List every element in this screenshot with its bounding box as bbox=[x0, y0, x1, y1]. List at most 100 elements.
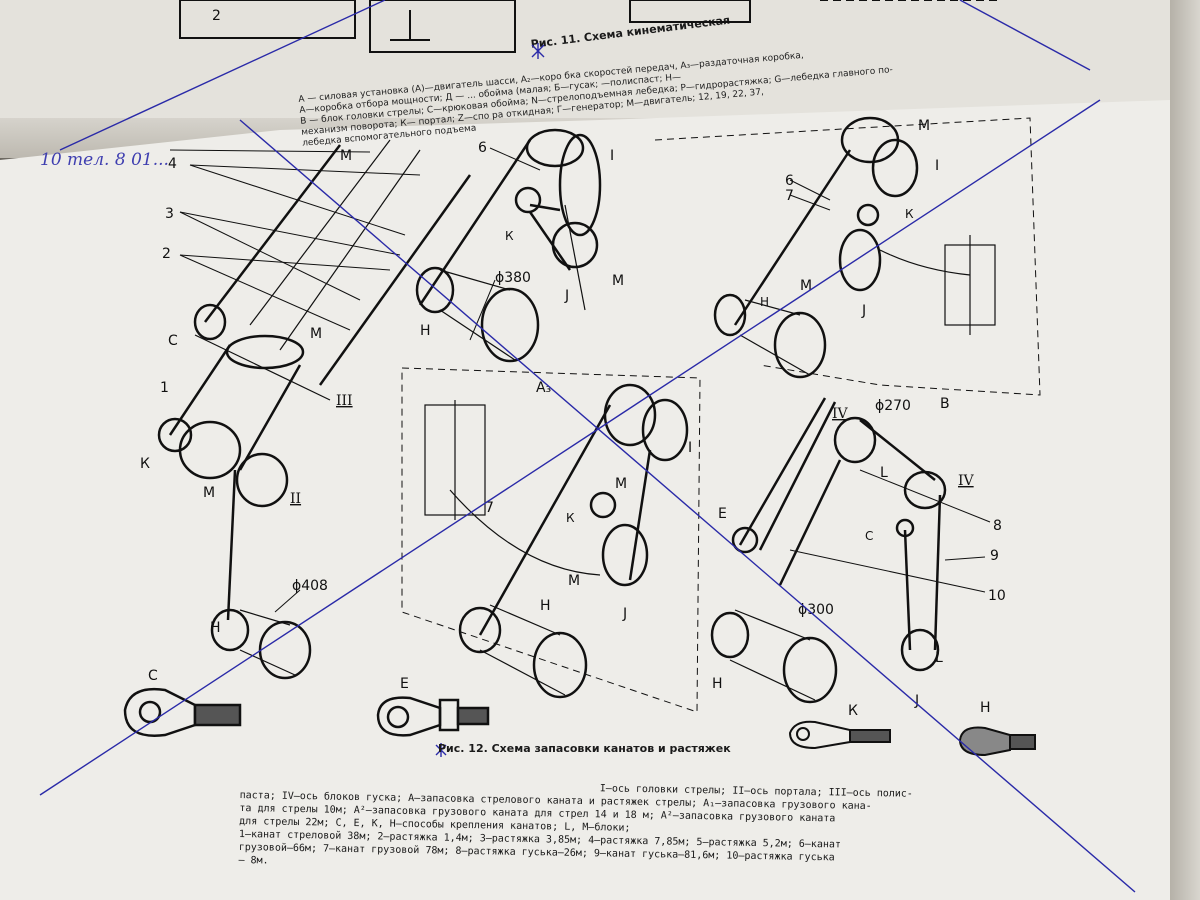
label-d408: ϕ408 bbox=[292, 578, 328, 594]
binder-edge bbox=[1170, 0, 1200, 900]
label-7: 7 bbox=[485, 500, 494, 516]
block-e bbox=[731, 526, 759, 554]
label-axis-iv: IV bbox=[832, 406, 849, 422]
label-d380: ϕ380 bbox=[495, 270, 531, 286]
group-b-hoist-rope bbox=[654, 116, 1041, 396]
group-a-leaders bbox=[169, 149, 421, 613]
label-h: Н bbox=[420, 323, 431, 339]
label-c: С bbox=[168, 333, 178, 349]
label-m: М bbox=[918, 118, 930, 134]
label-j: Ј bbox=[861, 303, 866, 319]
block-i-top bbox=[558, 133, 602, 237]
label-b: В bbox=[940, 396, 950, 412]
pen-line-diagonal-2 bbox=[239, 119, 1136, 893]
label-axis-iv: IV bbox=[958, 473, 975, 489]
label-c: С bbox=[148, 668, 158, 684]
label-l: L bbox=[880, 465, 888, 481]
drum-h-b bbox=[713, 293, 747, 337]
label-j: Ј bbox=[914, 693, 919, 709]
block-i-a3 bbox=[641, 398, 689, 462]
label-axis-ii: II bbox=[290, 491, 301, 507]
label-1: 1 bbox=[160, 380, 169, 396]
label-k: К bbox=[905, 207, 914, 221]
label-axis-iii: III bbox=[336, 393, 353, 409]
label-m: М bbox=[615, 476, 627, 492]
label-k: К bbox=[140, 456, 150, 472]
label-6: 6 bbox=[478, 140, 487, 156]
block-k-b bbox=[856, 203, 880, 227]
label-c: С bbox=[865, 529, 873, 543]
label-h: Н bbox=[540, 598, 551, 614]
drum-h-a3 bbox=[458, 606, 502, 654]
group-a-boom-rope bbox=[157, 139, 472, 680]
block-k-a1 bbox=[514, 186, 542, 214]
label-l: L bbox=[935, 650, 943, 666]
label-h: Н bbox=[980, 700, 991, 716]
fastening-c bbox=[123, 687, 242, 737]
label-4: 4 bbox=[168, 156, 177, 172]
block-k-a3 bbox=[589, 491, 617, 519]
label-k: К bbox=[566, 511, 575, 525]
group-a1-hoist-rope bbox=[415, 128, 602, 363]
label-h: Н bbox=[210, 620, 221, 636]
label-m: М bbox=[568, 573, 580, 589]
label-d300: ϕ300 bbox=[798, 602, 834, 618]
label-axis-i: I bbox=[688, 440, 692, 456]
group-jib-rope bbox=[710, 397, 947, 704]
label-m: М bbox=[203, 485, 215, 501]
label-k: К bbox=[848, 703, 858, 719]
rope-drop-a bbox=[226, 469, 237, 621]
book-page bbox=[0, 100, 1200, 900]
label-8: 8 bbox=[993, 518, 1002, 534]
block-l-bottom bbox=[900, 628, 940, 672]
label-j: Ј bbox=[564, 288, 569, 304]
fig11-box-right bbox=[629, 0, 751, 23]
label-2: 2 bbox=[162, 246, 171, 262]
label-e: Е bbox=[400, 676, 409, 692]
label-m: М bbox=[800, 278, 812, 294]
label-k: К bbox=[505, 229, 514, 243]
label-6: 6 bbox=[785, 173, 794, 189]
fig12-legend: I—ось головки стрелы; II—ось портала; II… bbox=[238, 776, 979, 880]
label-h: Н bbox=[712, 676, 723, 692]
label-axis-i: I bbox=[935, 158, 939, 174]
asterisk-fig12 bbox=[435, 743, 447, 757]
label-d270: ϕ270 bbox=[875, 398, 911, 414]
label-m: М bbox=[340, 148, 352, 164]
block-m-b bbox=[838, 228, 882, 292]
label-3: 3 bbox=[165, 206, 174, 222]
label-e: Е bbox=[718, 506, 727, 522]
label-7: 7 bbox=[785, 188, 794, 204]
label-h: Н bbox=[760, 295, 769, 309]
label-top-2: 2 bbox=[212, 8, 221, 24]
asterisk-fig11 bbox=[531, 43, 545, 59]
handwritten-note: 10 тел. 8 01... bbox=[40, 150, 169, 170]
label-a3: А₃ bbox=[536, 380, 551, 396]
fig12-caption: Рис. 12. Схема запасовки канатов и растя… bbox=[438, 742, 731, 755]
fastening-k bbox=[788, 720, 891, 750]
fastening-h bbox=[958, 726, 1036, 757]
block-i-b bbox=[871, 138, 919, 198]
fig11-remnant bbox=[179, 0, 1000, 53]
fastening-e bbox=[376, 696, 490, 737]
fig11-box-left bbox=[179, 0, 356, 39]
drum-h-a bbox=[210, 608, 250, 652]
block-m-a3 bbox=[601, 523, 649, 587]
rope-line-a1 bbox=[204, 144, 341, 323]
pen-marks bbox=[39, 0, 1136, 893]
block-m-top bbox=[225, 334, 305, 370]
drum-h-a1 bbox=[415, 266, 455, 314]
drum-h-jib bbox=[710, 611, 750, 659]
fig11-box-mid bbox=[369, 0, 516, 53]
label-m: М bbox=[310, 326, 322, 342]
rope-line-a2 bbox=[318, 174, 472, 386]
pen-line-top bbox=[59, 0, 386, 151]
pen-line-diagonal-1 bbox=[39, 99, 1101, 796]
anchor-c bbox=[895, 518, 915, 538]
label-m: М bbox=[612, 273, 624, 289]
block-k bbox=[157, 417, 193, 453]
block-l-top bbox=[833, 416, 877, 464]
block-c bbox=[193, 303, 227, 341]
label-axis-i: I bbox=[610, 148, 614, 164]
